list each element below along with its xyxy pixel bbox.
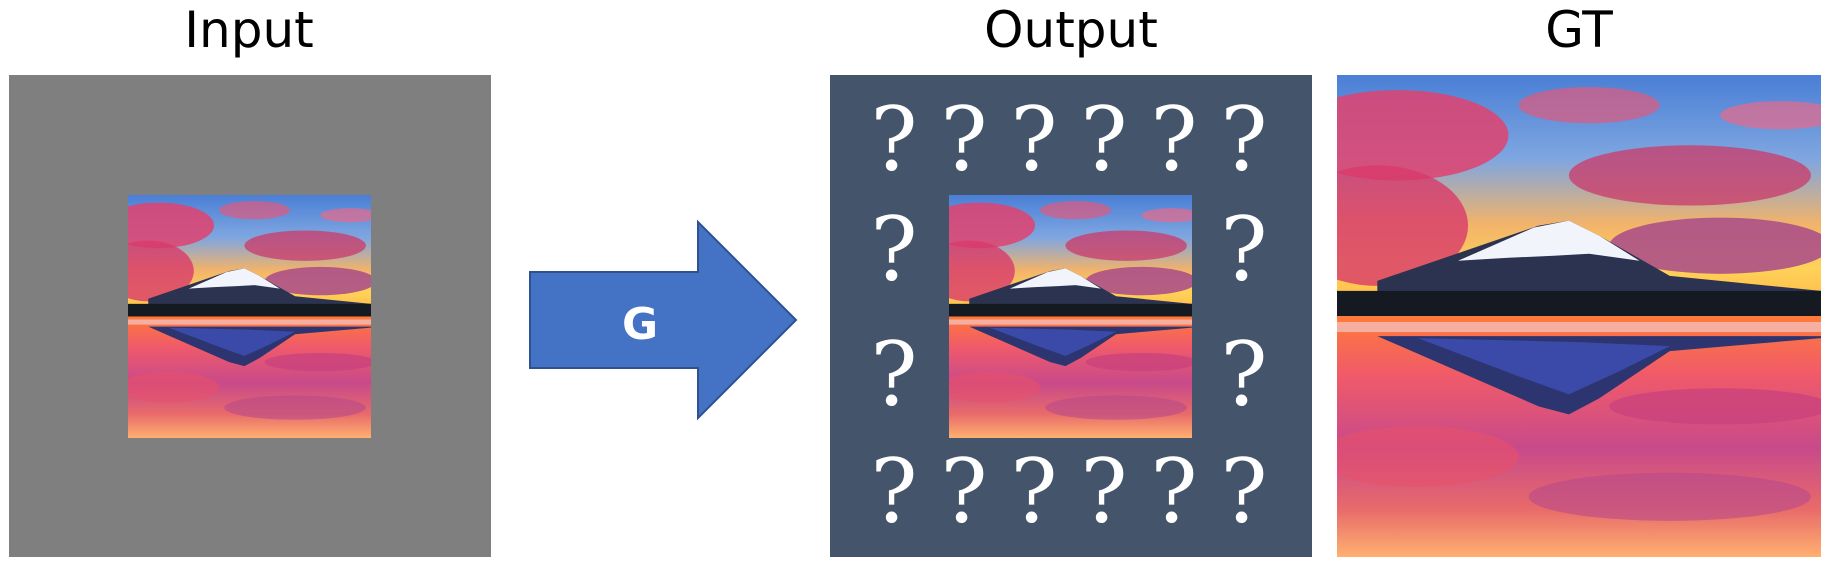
input-landscape-image [128,195,371,438]
question-mark: ? [1010,88,1058,191]
output-panel: ? ? ? ? ? ? ? ? ? ? ? ? ? ? ? ? [830,75,1312,557]
right-arrow-icon [529,220,798,420]
input-panel [9,75,491,557]
question-mark: ? [940,88,988,191]
generator-label: G [621,299,659,350]
gt-title: GT [1545,1,1613,59]
gt-panel [1337,75,1821,557]
question-mark: ? [1220,88,1268,191]
question-mark: ? [1080,88,1128,191]
question-mark: ? [870,88,918,191]
question-mark: ? [1220,198,1268,301]
question-mark: ? [870,323,918,426]
question-mark: ? [1150,88,1198,191]
question-mark: ? [1220,440,1268,543]
question-mark: ? [1150,440,1198,543]
question-mark: ? [870,440,918,543]
question-mark: ? [870,198,918,301]
question-mark: ? [940,440,988,543]
gt-landscape-image [1337,75,1821,557]
question-mark: ? [1080,440,1128,543]
output-center-crop [949,195,1192,438]
input-title: Input [184,1,314,59]
output-title: Output [984,1,1158,59]
output-landscape-image [949,195,1192,438]
input-center-crop [128,195,371,438]
question-mark: ? [1220,323,1268,426]
question-mark: ? [1010,440,1058,543]
